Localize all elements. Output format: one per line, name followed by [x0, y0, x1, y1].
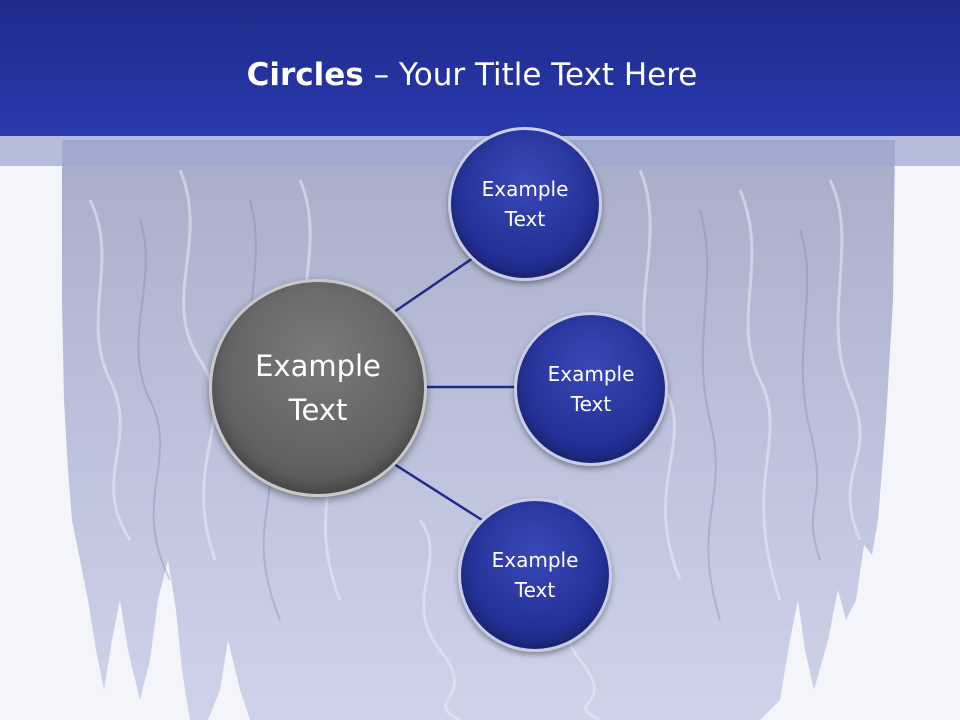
middle-circle: Example Text — [514, 312, 668, 466]
middle-circle-line-2: Text — [570, 392, 612, 416]
top-circle-line-2: Text — [504, 207, 546, 231]
slide-title: Circles – Your Title Text Here — [0, 50, 944, 100]
title-regular-part: – Your Title Text Here — [363, 57, 698, 93]
middle-circle-label: Example Text — [517, 359, 665, 419]
top-circle-line-1: Example — [481, 177, 569, 201]
top-circle-label: Example Text — [451, 174, 599, 234]
bottom-circle-label: Example Text — [461, 545, 609, 605]
center-circle-line-2: Text — [288, 393, 348, 427]
melting-globe-shape — [62, 140, 895, 720]
top-circle: Example Text — [448, 127, 602, 281]
bottom-circle-line-2: Text — [514, 578, 556, 602]
center-circle: Example Text — [209, 279, 427, 497]
center-circle-line-1: Example — [255, 349, 381, 383]
center-circle-label: Example Text — [212, 344, 424, 432]
title-bar — [0, 0, 960, 136]
connector-bottom — [393, 462, 483, 522]
connector-top — [393, 254, 477, 314]
middle-circle-line-1: Example — [547, 362, 635, 386]
title-bold-part: Circles — [246, 57, 364, 93]
bottom-circle: Example Text — [458, 498, 612, 652]
bottom-circle-line-1: Example — [491, 548, 579, 572]
